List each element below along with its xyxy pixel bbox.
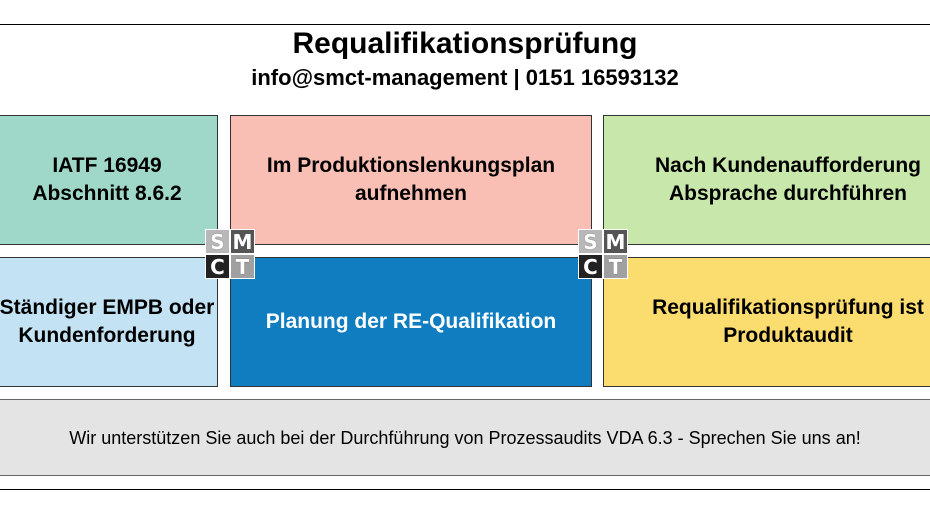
- logo-letter-m: M: [604, 229, 627, 254]
- logo-letter-c: C: [206, 255, 229, 278]
- box-empb-requirement: Ständiger EMPB oder Kundenforderung: [0, 257, 218, 387]
- box-iatf-section: IATF 16949 Abschnitt 8.6.2: [0, 115, 218, 245]
- bottom-divider-line: [0, 489, 930, 490]
- box-customer-request-text: Nach Kundenaufforderung Absprache durchf…: [655, 154, 921, 205]
- footer-text: Wir unterstützen Sie auch bei der Durchf…: [69, 427, 861, 448]
- contact-line: info@smct-management | 0151 16593132: [251, 65, 679, 90]
- smct-logo-right: S M C T: [578, 229, 628, 279]
- box-requalification-planning-text: Planung der RE-Qualifikation: [265, 310, 557, 333]
- box-empb-requirement-text: Ständiger EMPB oder Kundenforderung: [0, 296, 215, 347]
- logo-letter-m: M: [231, 229, 254, 254]
- page-title: Requalifikationsprüfung: [292, 27, 638, 60]
- box-product-audit: Requalifikationsprüfung ist Produktaudit: [603, 257, 930, 387]
- logo-letter-t: T: [231, 255, 254, 278]
- box-product-audit-text: Requalifikationsprüfung ist Produktaudit: [652, 296, 924, 347]
- logo-letter-s: S: [579, 230, 602, 253]
- footer-banner: Wir unterstützen Sie auch bei der Durchf…: [0, 399, 930, 476]
- box-requalification-planning: Planung der RE-Qualifikation: [230, 257, 592, 387]
- top-divider-line: [0, 24, 930, 25]
- logo-letter-c: C: [579, 255, 602, 278]
- box-iatf-section-text: IATF 16949 Abschnitt 8.6.2: [32, 154, 182, 205]
- box-control-plan: Im Produktionslenkungsplan aufnehmen: [230, 115, 592, 245]
- smct-logo-left: S M C T: [205, 229, 255, 279]
- box-customer-request: Nach Kundenaufforderung Absprache durchf…: [603, 115, 930, 245]
- box-control-plan-text: Im Produktionslenkungsplan aufnehmen: [266, 154, 556, 205]
- logo-letter-t: T: [604, 255, 627, 278]
- logo-letter-s: S: [206, 230, 229, 253]
